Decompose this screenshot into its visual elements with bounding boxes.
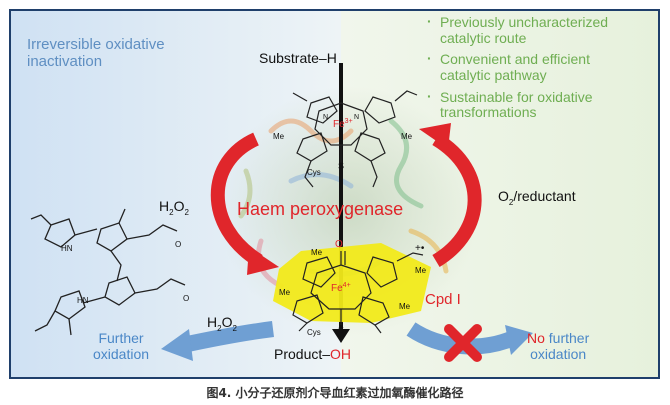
- haem-bottom: [292, 251, 424, 334]
- haem-top: [292, 90, 418, 188]
- reaction-axis-arrowhead: [332, 329, 350, 343]
- n-top-1: N: [323, 114, 328, 121]
- nh-label-1: HN: [61, 244, 73, 253]
- enzyme-label: Haem peroxygenase: [237, 199, 404, 219]
- left-red-arrow: [210, 132, 263, 267]
- left-blue-arrow: [181, 321, 274, 353]
- me-bottom-3: Me: [279, 288, 291, 297]
- h2o2-left-label: H2O2: [159, 198, 189, 217]
- coo-label-2: O: [183, 294, 189, 303]
- radical-label: +•: [415, 243, 425, 254]
- left-panel-title: Irreversible oxidative inactivation: [27, 36, 165, 70]
- product-label: Product–OH: [274, 346, 352, 362]
- right-red-arrow: [432, 133, 482, 267]
- s-top-label: S: [338, 161, 344, 171]
- me-top-1: Me: [273, 132, 285, 141]
- right-blue-arrowhead: [505, 325, 533, 355]
- me-bottom-2: Me: [415, 266, 427, 275]
- me-top-2: Me: [401, 132, 413, 141]
- right-red-arrowhead: [419, 123, 451, 149]
- fe-top-label: Fe3+: [333, 118, 353, 130]
- coo-label-1: O: [175, 240, 181, 249]
- o2-reductant-label: O2/reductant: [498, 188, 576, 207]
- cpd-i-label: Cpd I: [425, 291, 461, 308]
- figure-caption: 图4. 小分子还原剂介导血红素过加氧酶催化路径: [206, 386, 464, 400]
- no-further-oxidation-label: No further oxidation: [527, 330, 590, 362]
- further-oxidation-label: Further oxidation: [93, 330, 150, 362]
- h2o2-bottom-label: H2O2: [207, 314, 237, 333]
- left-red-arrowhead: [247, 247, 279, 275]
- me-bottom-4: Me: [399, 302, 411, 311]
- oxo-label: O: [335, 239, 343, 250]
- figure-frame: Fe3+ S Cys Me Me N N O Fe4+ +• S Cys Me …: [9, 9, 660, 379]
- blocked-cross-icon: [444, 324, 482, 362]
- nh-label-2: HN: [77, 296, 89, 305]
- me-bottom-1: Me: [311, 248, 323, 257]
- s-bottom-label: S: [338, 325, 344, 335]
- substrate-label: Substrate–H: [259, 50, 337, 66]
- cys-bottom-label: Cys: [307, 328, 321, 337]
- fe-bottom-label: Fe4+: [331, 282, 351, 294]
- degraded-haem-structure: [30, 208, 186, 336]
- n-top-2: N: [354, 114, 359, 121]
- left-blue-arrowhead: [161, 329, 193, 361]
- cys-top-label: Cys: [307, 168, 321, 177]
